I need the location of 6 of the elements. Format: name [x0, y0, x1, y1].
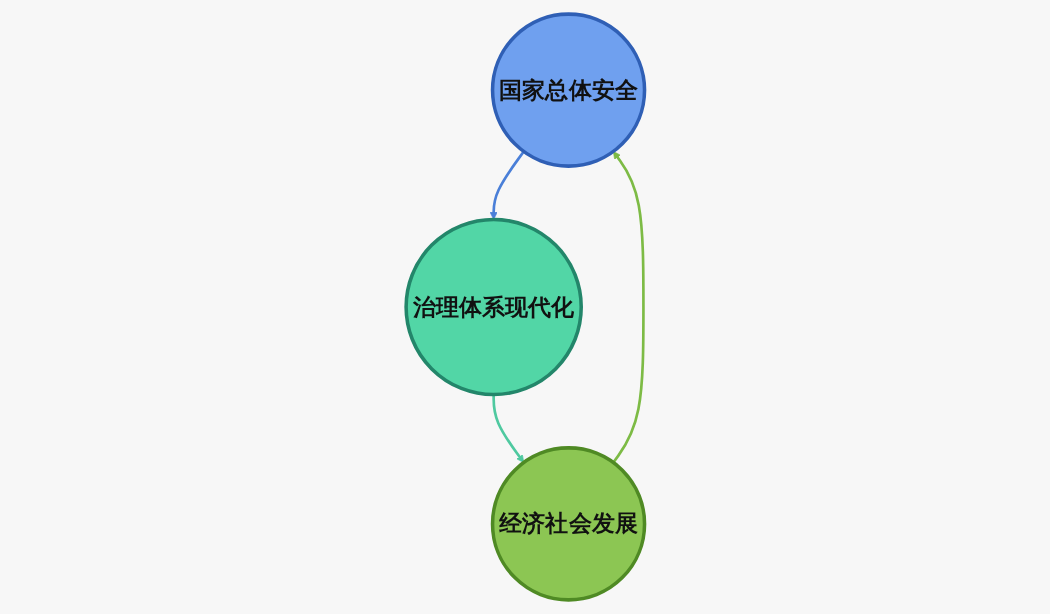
- node-circle: 治理体系现代化: [404, 217, 583, 397]
- arrow: [489, 150, 525, 220]
- arrow: [492, 394, 524, 463]
- arrow: [611, 151, 645, 464]
- node-circle: 经济社会发展: [490, 446, 646, 602]
- node-circle: 国家总体安全: [490, 12, 646, 168]
